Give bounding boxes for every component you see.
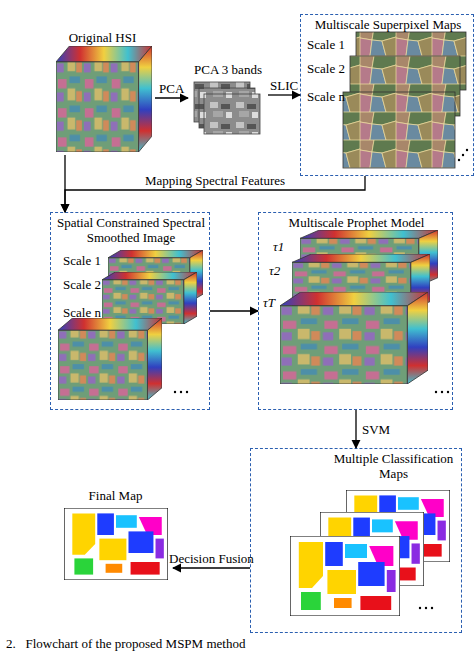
figure-caption: 2. Flowchart of the proposed MSPM method bbox=[6, 636, 245, 651]
ellipsis-dot bbox=[435, 391, 437, 393]
ellipsis-dot bbox=[466, 149, 468, 151]
group-box: Spatial Constrained Spectral Smoothed Im… bbox=[50, 212, 210, 410]
edge-label: SVM bbox=[362, 422, 390, 437]
node-title: Final Map bbox=[58, 488, 173, 503]
hsi-cube bbox=[56, 46, 152, 152]
image-node: Final Map bbox=[58, 488, 173, 585]
prophet-cube bbox=[280, 292, 428, 384]
scale-label: Scale 1 bbox=[307, 37, 357, 52]
flow-arrow bbox=[355, 410, 356, 448]
ellipsis-dot bbox=[174, 391, 176, 393]
flow-arrow bbox=[210, 310, 258, 311]
edge-label: Mapping Spectral Features bbox=[145, 173, 285, 188]
superpixel-map bbox=[343, 92, 455, 168]
scale-label: τT bbox=[263, 295, 293, 310]
scale-label: Scale 2 bbox=[307, 61, 357, 76]
scale-label: τ1 bbox=[273, 239, 303, 254]
node-title: Multiscale Prophet Model bbox=[259, 215, 454, 230]
ellipsis-dot bbox=[441, 391, 443, 393]
ellipsis-dot bbox=[458, 159, 460, 161]
scale-label: Scale n bbox=[307, 89, 357, 104]
group-box: Multiscale Prophet Model τ1 τ2 τT bbox=[258, 212, 453, 410]
group-box: Multiscale Superpixel MapsScale 1 Scale 2… bbox=[300, 14, 474, 176]
scale-label: Scale 1 bbox=[63, 253, 113, 268]
smoothed-cube bbox=[58, 318, 162, 400]
ellipsis-dot bbox=[186, 391, 188, 393]
scale-label: Scale 2 bbox=[63, 277, 113, 292]
ellipsis-dot bbox=[462, 154, 464, 156]
flow-arrow bbox=[155, 97, 188, 98]
image-node: Original HSI bbox=[50, 30, 155, 155]
ellipsis-dot bbox=[447, 391, 449, 393]
scale-label: Scale n bbox=[63, 305, 113, 320]
smoothed-cube bbox=[102, 272, 197, 324]
ellipsis-dot bbox=[425, 607, 427, 609]
node-title: Spatial Constrained Spectral Smoothed Im… bbox=[55, 215, 207, 245]
node-title: PCA 3 bands bbox=[188, 62, 268, 77]
flow-arrow bbox=[64, 155, 65, 212]
node-title: Original HSI bbox=[50, 30, 155, 45]
flow-arrow bbox=[173, 567, 250, 568]
gray-band bbox=[204, 94, 260, 134]
image-node: PCA 3 bands bbox=[188, 62, 268, 134]
group-box: Multiple Classification Maps bbox=[250, 448, 462, 633]
edge-label: Decision Fusion bbox=[169, 551, 254, 566]
edge-label: SLIC bbox=[270, 78, 298, 93]
scale-label: τ2 bbox=[269, 263, 299, 278]
ellipsis-dot bbox=[431, 607, 433, 609]
node-title: Multiple Classification Maps bbox=[331, 451, 456, 481]
ellipsis-dot bbox=[419, 607, 421, 609]
ellipsis-dot bbox=[180, 391, 182, 393]
final-map-image bbox=[64, 508, 168, 580]
node-title: Multiscale Superpixel Maps bbox=[303, 17, 473, 32]
classification-map bbox=[290, 536, 400, 616]
edge-label: PCA bbox=[159, 81, 184, 96]
flow-arrow bbox=[268, 94, 300, 95]
